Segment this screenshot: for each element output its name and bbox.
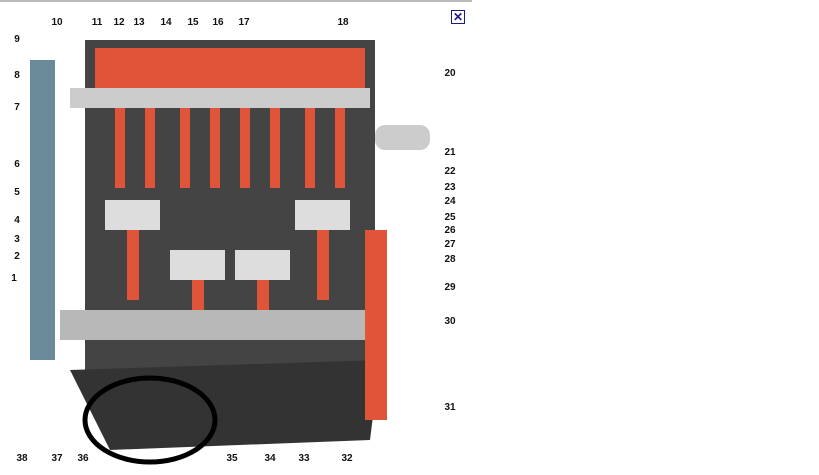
callout-label: 34 bbox=[264, 453, 276, 464]
callout-label: 14 bbox=[160, 17, 172, 28]
callout-label: 24 bbox=[444, 196, 456, 207]
callout-label: 13 bbox=[133, 17, 145, 28]
callout-label: 11 bbox=[91, 17, 103, 28]
valves bbox=[115, 108, 345, 188]
callout-label: 3 bbox=[14, 234, 20, 245]
callout-label: 9 bbox=[14, 34, 20, 45]
callout-label: 38 bbox=[16, 453, 28, 464]
timing-cover bbox=[30, 60, 55, 360]
callout-label: 15 bbox=[187, 17, 199, 28]
callout-label: 22 bbox=[444, 166, 456, 177]
callout-label: 29 bbox=[444, 282, 456, 293]
callout-label: 1 bbox=[11, 273, 17, 284]
callout-label: 17 bbox=[238, 17, 250, 28]
cylinder-head bbox=[95, 48, 365, 88]
callout-label: 32 bbox=[341, 453, 353, 464]
callout-label: 27 bbox=[444, 239, 456, 250]
callout-label: 26 bbox=[444, 225, 456, 236]
callout-label: 28 bbox=[444, 254, 456, 265]
callout-label: 2 bbox=[14, 251, 20, 262]
callout-label: 20 bbox=[444, 68, 456, 79]
callout-label: 6 bbox=[14, 159, 20, 170]
callout-label: 12 bbox=[113, 17, 125, 28]
callout-label: 16 bbox=[212, 17, 224, 28]
close-button[interactable]: ✕ bbox=[451, 10, 465, 24]
callout-label: 18 bbox=[337, 17, 349, 28]
engine-cross-section-diagram bbox=[30, 40, 430, 465]
callout-label: 21 bbox=[444, 147, 456, 158]
callout-label: 5 bbox=[14, 187, 20, 198]
highlight-circle bbox=[82, 375, 218, 465]
oil-pan bbox=[70, 360, 380, 450]
callout-label: 36 bbox=[77, 453, 89, 464]
callout-label: 30 bbox=[444, 316, 456, 327]
callout-label: 33 bbox=[298, 453, 310, 464]
viewer-border bbox=[0, 0, 472, 2]
callout-label: 23 bbox=[444, 182, 456, 193]
callout-label: 37 bbox=[51, 453, 63, 464]
flywheel bbox=[365, 230, 387, 420]
crankshaft bbox=[60, 310, 370, 340]
pistons bbox=[105, 200, 350, 280]
callout-label: 31 bbox=[444, 402, 456, 413]
callout-label: 25 bbox=[444, 212, 456, 223]
camshaft bbox=[70, 88, 370, 108]
callout-label: 4 bbox=[14, 215, 20, 226]
callout-label: 35 bbox=[226, 453, 238, 464]
callout-label: 8 bbox=[14, 70, 20, 81]
callout-label: 10 bbox=[51, 17, 63, 28]
callout-label: 7 bbox=[14, 102, 20, 113]
thermostat-housing bbox=[375, 125, 430, 150]
